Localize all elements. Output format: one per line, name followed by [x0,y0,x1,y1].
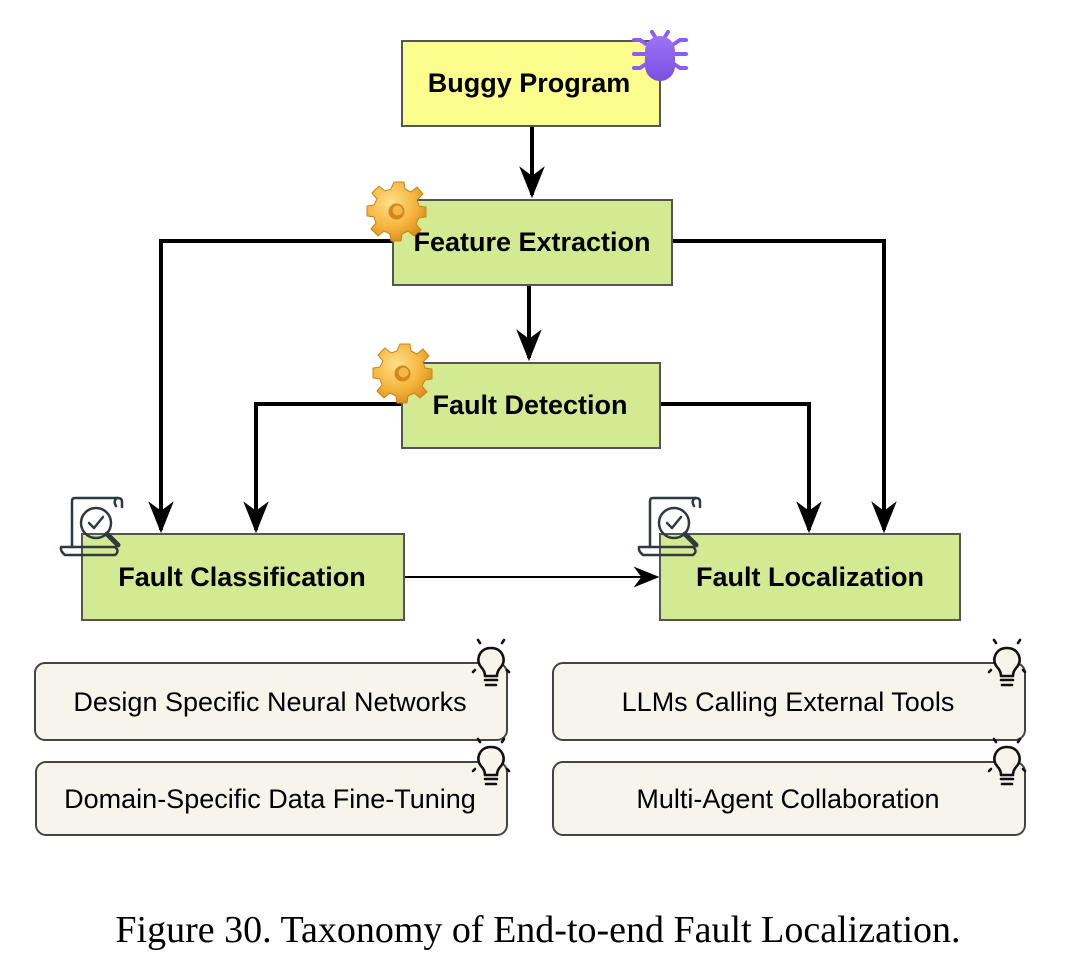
gear-icon [372,343,433,404]
lightbulb-icon [987,737,1027,786]
method-label: Domain-Specific Data Fine-Tuning [64,784,476,814]
edge-feature-to-classification [148,239,393,534]
method-label: Multi-Agent Collaboration [636,784,939,814]
edges [148,126,897,588]
bug-icon [632,30,688,81]
node-label: Buggy Program [428,68,631,98]
edge-detection-to-classification [243,402,402,534]
methods-left: Design Specific Neural Networks Domain-S… [34,638,511,836]
figure-caption: Figure 30. Taxonomy of End-to-end Fault … [115,909,960,951]
lightbulb-icon [987,638,1027,687]
method-design-specific-neural-networks[interactable]: Design Specific Neural Networks [34,638,511,741]
method-label: LLMs Calling External Tools [622,687,955,717]
lightbulb-icon [471,638,511,687]
edge-detection-to-localization [660,402,822,534]
edge-feature-to-localization [672,239,897,534]
method-llms-calling-external-tools[interactable]: LLMs Calling External Tools [552,638,1027,741]
node-fault-detection[interactable]: Fault Detection [372,343,661,449]
node-label: Fault Detection [432,390,627,420]
method-domain-specific-data-fine-tuning[interactable]: Domain-Specific Data Fine-Tuning [35,737,511,836]
gear-icon [366,181,427,242]
node-fault-localization[interactable]: Fault Localization [637,496,961,621]
node-label: Feature Extraction [413,227,650,257]
method-label: Design Specific Neural Networks [73,687,466,717]
node-label: Fault Classification [118,562,366,592]
document-check-search-icon [59,496,124,557]
methods-right: LLMs Calling External Tools Multi-Agent … [552,638,1027,836]
node-fault-classification[interactable]: Fault Classification [59,496,405,621]
node-label: Fault Localization [696,562,924,592]
method-multi-agent-collaboration[interactable]: Multi-Agent Collaboration [552,737,1027,836]
node-buggy-program[interactable]: Buggy Program [401,30,688,127]
node-feature-extraction[interactable]: Feature Extraction [366,181,673,286]
lightbulb-icon [471,737,511,786]
document-check-search-icon [637,496,702,557]
